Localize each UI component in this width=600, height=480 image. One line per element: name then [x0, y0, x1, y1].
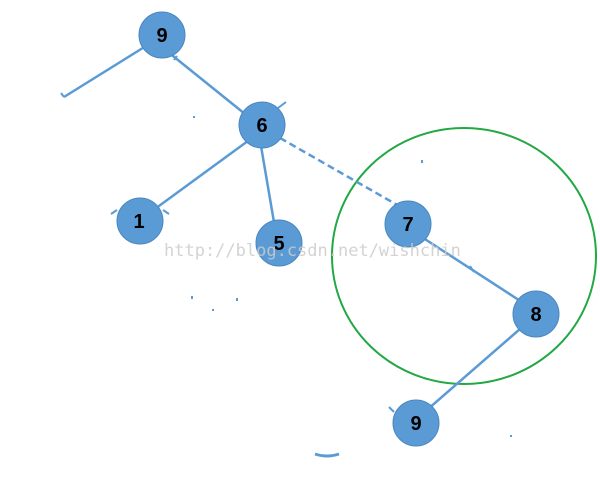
artifacts: [191, 116, 512, 458]
watermark-text: http://blog.csdn.net/wishchin: [164, 241, 461, 261]
node-7: 7: [384, 200, 432, 248]
edge-6-to-5: [259, 145, 278, 235]
node-6: 6: [238, 101, 286, 149]
edge-9-to-6-tick: [173, 55, 178, 61]
edges: [60, 34, 529, 417]
edge-8-to-9: [419, 321, 529, 417]
node-5: 5: [255, 219, 303, 267]
edge-root-to-parent-tip: [60, 92, 65, 98]
edge-6-tick: [277, 101, 287, 109]
node-label: 9: [156, 25, 167, 47]
highlight-circle: [331, 127, 597, 385]
node-8: 8: [512, 290, 560, 338]
node-label: 6: [256, 115, 267, 137]
edge-7-to-8-tick: [469, 265, 475, 273]
node-label: 7: [402, 214, 413, 236]
edge-9-to-6: [167, 51, 251, 119]
node-9-bottom: 9: [388, 399, 440, 447]
edge-6-to-7-dashed: [279, 136, 407, 212]
node-label: 8: [530, 304, 541, 326]
node-label: 9: [410, 413, 421, 435]
node-root-9: 9: [138, 11, 186, 59]
edge-6-to-1: [147, 136, 253, 216]
node-1: 1: [110, 197, 170, 245]
node-label: 5: [273, 233, 284, 255]
node-label: 1: [133, 211, 144, 233]
